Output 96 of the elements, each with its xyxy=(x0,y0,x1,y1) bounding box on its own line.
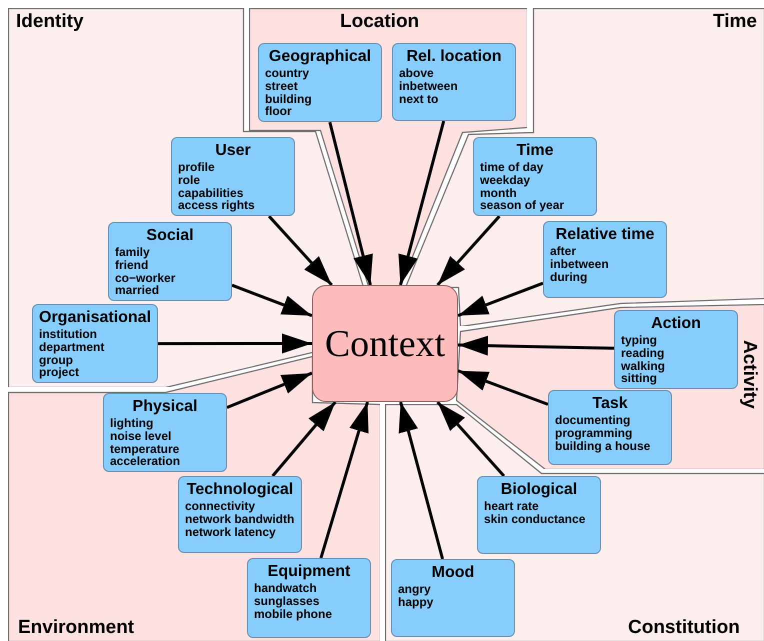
category-item: acceleration xyxy=(110,455,180,468)
category-item: sunglasses xyxy=(254,594,320,608)
category-box xyxy=(247,558,371,638)
category-item: family xyxy=(115,246,150,259)
category-item: season of year xyxy=(480,199,564,212)
category-item: married xyxy=(115,284,160,298)
category-box xyxy=(391,559,515,637)
category-heading: Organisational xyxy=(39,308,152,327)
arrow xyxy=(457,282,544,318)
category-item: during xyxy=(550,270,588,284)
category-heading: Mood xyxy=(432,563,474,582)
category-box xyxy=(171,137,295,216)
category-item: walking xyxy=(621,360,666,372)
arrow xyxy=(226,372,313,409)
category-item: connectivity xyxy=(185,500,256,513)
category-box xyxy=(548,390,672,465)
category-item: co−worker xyxy=(115,272,176,284)
arrow xyxy=(268,215,333,286)
category-heading: Rel. location xyxy=(406,47,502,66)
category-item: month xyxy=(480,186,517,200)
category-item: next to xyxy=(399,92,438,106)
category-heading: User xyxy=(215,141,251,160)
category-item: sitting xyxy=(621,372,657,386)
category-item: time of day xyxy=(480,161,544,174)
category-item: angry xyxy=(398,583,431,596)
category-box xyxy=(392,43,516,121)
category-heading: Relative time xyxy=(556,225,654,244)
category-item: reading xyxy=(621,346,664,360)
category-heading: Physical xyxy=(132,397,198,416)
region-heading: Constitution xyxy=(628,617,740,639)
category-box xyxy=(473,137,597,216)
category-heading: Equipment xyxy=(268,562,350,581)
category-item: skin conductance xyxy=(484,512,586,526)
category-box xyxy=(614,310,738,390)
category-box xyxy=(103,393,227,472)
category-item: access rights xyxy=(178,199,255,212)
region-heading: Time xyxy=(713,11,758,33)
arrow xyxy=(436,215,501,286)
region-heading: Location xyxy=(340,11,420,33)
arrow xyxy=(398,120,446,286)
category-item: project xyxy=(39,366,80,380)
category-item: lighting xyxy=(110,417,154,430)
category-heading: Time xyxy=(516,141,554,160)
category-item: network latency xyxy=(185,526,276,538)
category-item: street xyxy=(265,80,298,93)
category-box xyxy=(178,476,302,553)
category-item: friend xyxy=(115,258,148,272)
arrow xyxy=(272,401,337,477)
arrow xyxy=(231,284,313,318)
arrow xyxy=(158,334,312,354)
category-item: group xyxy=(39,354,73,366)
category-item: documenting xyxy=(555,414,630,427)
category-item: after xyxy=(550,245,576,258)
category-heading: Action xyxy=(651,314,701,333)
arrow xyxy=(320,402,369,558)
category-item: handwatch xyxy=(254,582,317,595)
category-item: typing xyxy=(621,334,657,347)
category-item: floor xyxy=(265,105,292,118)
category-box xyxy=(108,222,232,302)
category-box xyxy=(258,43,382,122)
category-item: institution xyxy=(39,328,97,341)
category-item: weekday xyxy=(480,174,530,187)
category-box xyxy=(543,221,667,298)
region-heading: Identity xyxy=(16,11,84,33)
category-item: department xyxy=(39,340,104,354)
category-heading: Task xyxy=(592,394,628,413)
category-item: building xyxy=(265,92,312,106)
category-item: country xyxy=(265,67,310,80)
arrow xyxy=(457,369,549,406)
category-heading: Technological xyxy=(186,480,294,499)
arrow xyxy=(436,401,506,477)
category-item: programming xyxy=(555,426,632,440)
category-item: inbetween xyxy=(399,80,458,93)
category-item: capabilities xyxy=(178,186,244,200)
context-box: Context xyxy=(312,285,458,402)
arrow xyxy=(328,122,373,286)
category-heading: Social xyxy=(146,226,194,245)
category-item: inbetween xyxy=(550,258,609,271)
category-item: happy xyxy=(398,596,434,609)
category-item: role xyxy=(178,174,200,187)
region-heading: Activity xyxy=(738,340,760,409)
category-item: building a house xyxy=(555,440,650,452)
category-heading: Geographical xyxy=(268,47,372,66)
category-box xyxy=(477,476,601,554)
category-item: above xyxy=(399,67,434,80)
category-item: network bandwidth xyxy=(185,512,294,526)
category-item: profile xyxy=(178,161,215,174)
category-item: heart rate xyxy=(484,500,539,513)
category-box xyxy=(32,304,158,384)
category-item: mobile phone xyxy=(254,608,332,620)
arrow xyxy=(398,402,444,560)
category-item: temperature xyxy=(110,442,180,456)
category-item: noise level xyxy=(110,430,172,443)
arrow xyxy=(458,336,614,356)
region-heading: Environment xyxy=(18,617,134,639)
category-heading: Biological xyxy=(500,480,578,499)
